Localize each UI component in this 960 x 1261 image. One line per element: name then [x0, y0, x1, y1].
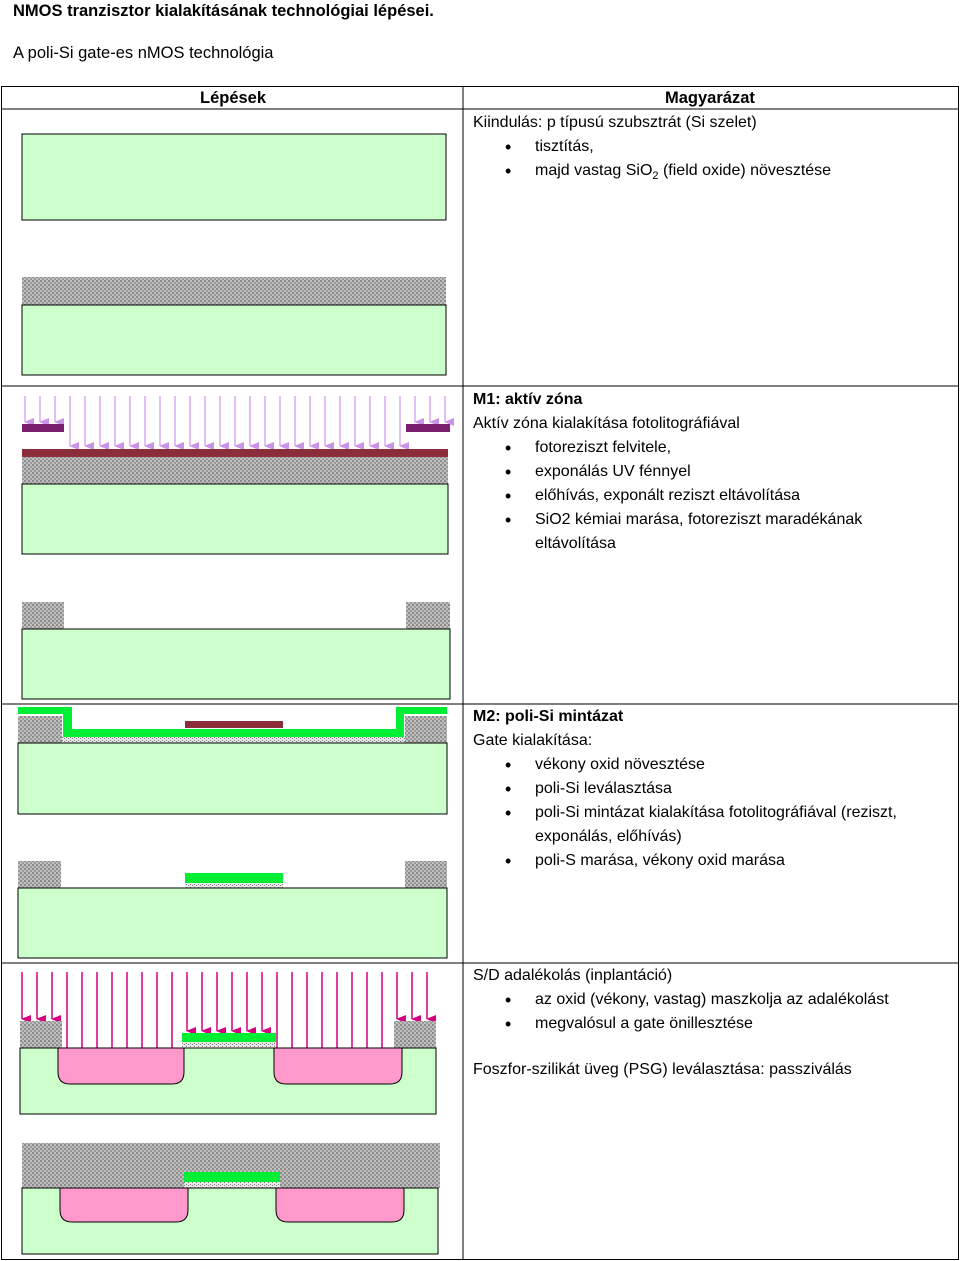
row2-heading: M1: aktív zóna	[473, 391, 583, 408]
n-plus-drain	[275, 1187, 405, 1223]
uv-light-arrows	[24, 396, 454, 450]
n-plus-source	[57, 1047, 185, 1085]
field-oxide	[22, 457, 448, 484]
field-oxide-left	[18, 861, 61, 888]
implant-arrows	[21, 972, 436, 1059]
row3-text: M2: poli-Si mintázat Gate kialakítása: v…	[473, 705, 955, 873]
poly-si-layer	[18, 707, 447, 737]
substrate	[21, 304, 447, 376]
poly-si-gate	[182, 1033, 276, 1042]
gate-oxide	[185, 883, 283, 888]
substrate	[17, 742, 448, 815]
row3-intro: Gate kialakítása:	[473, 732, 593, 749]
field-oxide-left	[20, 1021, 62, 1048]
row1-intro: Kiindulás: p típusú szubsztrát (Si szele…	[473, 114, 757, 131]
row2-bullet: SiO2 kémiai marása, fotoreziszt maradéká…	[505, 508, 935, 556]
field-oxide-right	[394, 1021, 436, 1048]
substrate	[21, 133, 447, 221]
photoresist	[185, 721, 283, 728]
field-oxide-right	[406, 602, 450, 629]
row4-intro: S/D adalékolás (inplantáció)	[473, 967, 673, 984]
row2-text: M1: aktív zóna Aktív zóna kialakítása fo…	[473, 388, 935, 556]
photoresist	[22, 449, 448, 457]
page-title: NMOS tranzisztor kialakításának technoló…	[13, 2, 434, 20]
substrate	[17, 887, 448, 959]
field-oxide-right	[405, 861, 447, 888]
photomask-right	[406, 424, 450, 432]
row2-bullet: exponálás UV fénnyel	[505, 460, 935, 484]
field-oxide-left	[18, 716, 62, 743]
row3-bullet: poli-Si mintázat kialakítása fotolitográ…	[505, 801, 955, 849]
n-plus-source	[59, 1187, 189, 1223]
row2-intro: Aktív zóna kialakítása fotolitográfiával	[473, 415, 740, 432]
row2-bullet: előhívás, exponált reziszt eltávolítása	[505, 484, 935, 508]
row3-bullet: poli-S marása, vékony oxid marása	[505, 849, 955, 873]
row4-bullet: az oxid (vékony, vastag) maszkolja az ad…	[505, 988, 960, 1012]
row2-bullet: fotoreziszt felvitele,	[505, 436, 935, 460]
poly-si-gate	[184, 1172, 280, 1182]
row4-footer: Foszfor-szilikát üveg (PSG) leválasztása…	[473, 1061, 852, 1078]
substrate	[21, 628, 451, 700]
psg-layer	[22, 1143, 440, 1188]
n-plus-drain	[273, 1047, 403, 1085]
row1-text: Kiindulás: p típusú szubsztrát (Si szele…	[473, 111, 831, 188]
photomask-left	[22, 424, 64, 432]
gate-oxide	[184, 1182, 280, 1188]
process-table	[1, 86, 959, 1260]
field-oxide	[22, 277, 446, 305]
poly-si-gate	[185, 873, 283, 883]
page-subtitle: A poli-Si gate-es nMOS technológia	[13, 44, 274, 62]
row4-bullet: megvalósul a gate önillesztése	[505, 1012, 960, 1036]
field-oxide-left	[22, 602, 64, 629]
row3-bullet: vékony oxid növesztése	[505, 753, 955, 777]
thin-oxide	[62, 737, 405, 743]
col-header-explanation: Magyarázat	[665, 89, 755, 107]
substrate	[21, 483, 449, 555]
col-header-steps: Lépések	[200, 89, 267, 107]
field-oxide-right	[405, 716, 447, 743]
row3-bullet: poli-Si leválasztása	[505, 777, 955, 801]
gate-oxide	[182, 1042, 276, 1047]
row1-bullet: majd vastag SiO2 (field oxide) növesztés…	[505, 159, 831, 188]
row1-bullet: tisztítás,	[505, 135, 831, 159]
row3-heading: M2: poli-Si mintázat	[473, 708, 624, 725]
row4-text: S/D adalékolás (inplantáció) az oxid (vé…	[473, 964, 960, 1082]
